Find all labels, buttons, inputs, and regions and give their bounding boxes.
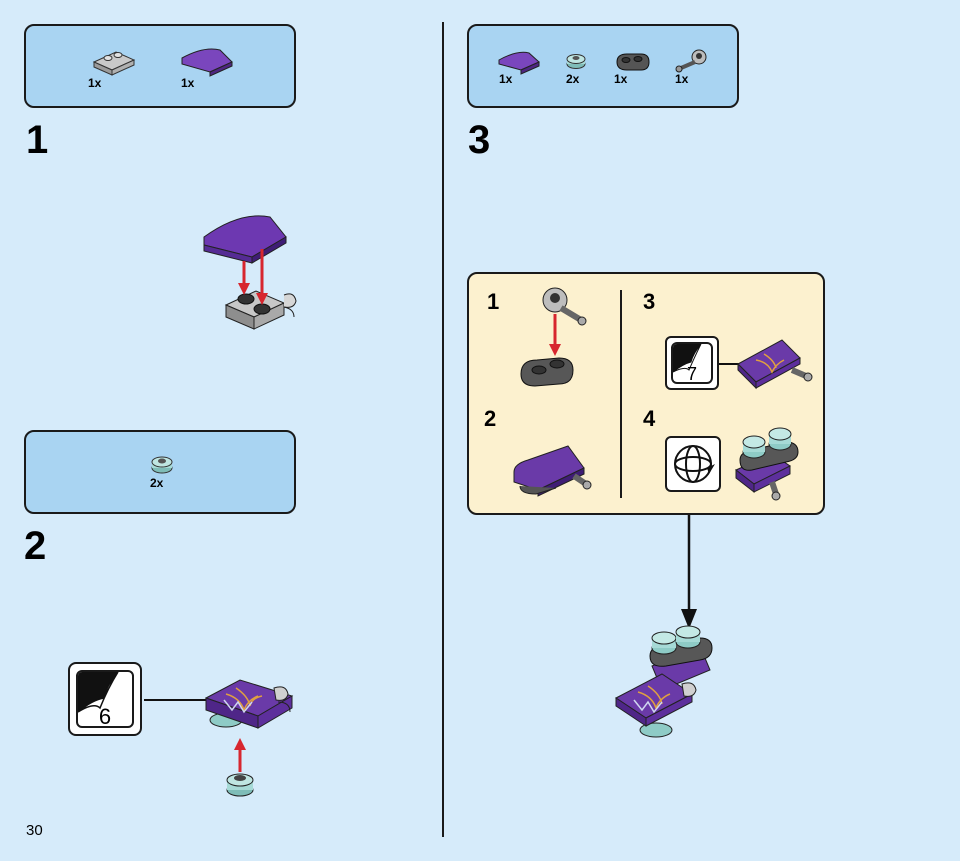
- callout-connector: [144, 699, 210, 701]
- sub-assembly-divider: [620, 290, 622, 498]
- part-qty: 2x: [150, 476, 164, 490]
- purple-curved-slope-icon: [181, 48, 233, 77]
- step-3-parts-box: 1x 2x 1x 1x: [467, 24, 739, 108]
- substep-number: 1: [487, 289, 500, 314]
- substep-3-illustration: [737, 339, 813, 390]
- step-number: 1: [26, 118, 49, 162]
- gray-plate-with-clips-icon: [92, 51, 136, 76]
- part-qty: 1x: [181, 76, 195, 90]
- multiplier-callout: 6: [68, 662, 142, 736]
- purple-curved-slope-icon: [498, 51, 540, 75]
- substep-number: 4: [643, 406, 656, 431]
- step-2-parts-box: 2x: [24, 430, 296, 514]
- page-curl-icon: [78, 672, 119, 713]
- column-divider: [442, 22, 444, 837]
- page-curl-icon: [673, 344, 702, 373]
- part-qty: 1x: [88, 76, 102, 90]
- callout-count: 6: [98, 704, 112, 729]
- rotate-model-icon: [674, 445, 715, 483]
- substep-number: 2: [484, 406, 497, 431]
- step-number: 3: [468, 118, 491, 162]
- step-1-parts-box: 1x 1x: [24, 24, 296, 108]
- page-number: 30: [26, 822, 43, 839]
- part-qty: 2x: [566, 72, 580, 86]
- substep-1-illustration: [520, 287, 587, 387]
- assembly-arrow: [681, 515, 697, 629]
- teal-round-plate-icon: [566, 54, 586, 69]
- part-qty: 1x: [614, 72, 628, 86]
- dark-gray-plate-icon: [616, 53, 650, 71]
- teal-round-plate-icon: [151, 456, 173, 474]
- substep-2-illustration: [513, 445, 592, 497]
- substep-number: 3: [643, 289, 656, 314]
- part-qty: 1x: [675, 72, 689, 86]
- part-qty: 1x: [499, 72, 513, 86]
- step-1-build-illustration: [203, 215, 297, 330]
- substep-4-illustration: [735, 427, 799, 501]
- step-3-result-illustration: [615, 625, 713, 738]
- step-2-build-illustration: [204, 679, 294, 797]
- gray-clip-bar-icon: [675, 49, 707, 73]
- rotate-model-callout: [665, 436, 721, 492]
- step-number: 2: [24, 524, 47, 568]
- multiplier-callout: 7: [665, 336, 719, 390]
- callout-count: 7: [686, 364, 697, 384]
